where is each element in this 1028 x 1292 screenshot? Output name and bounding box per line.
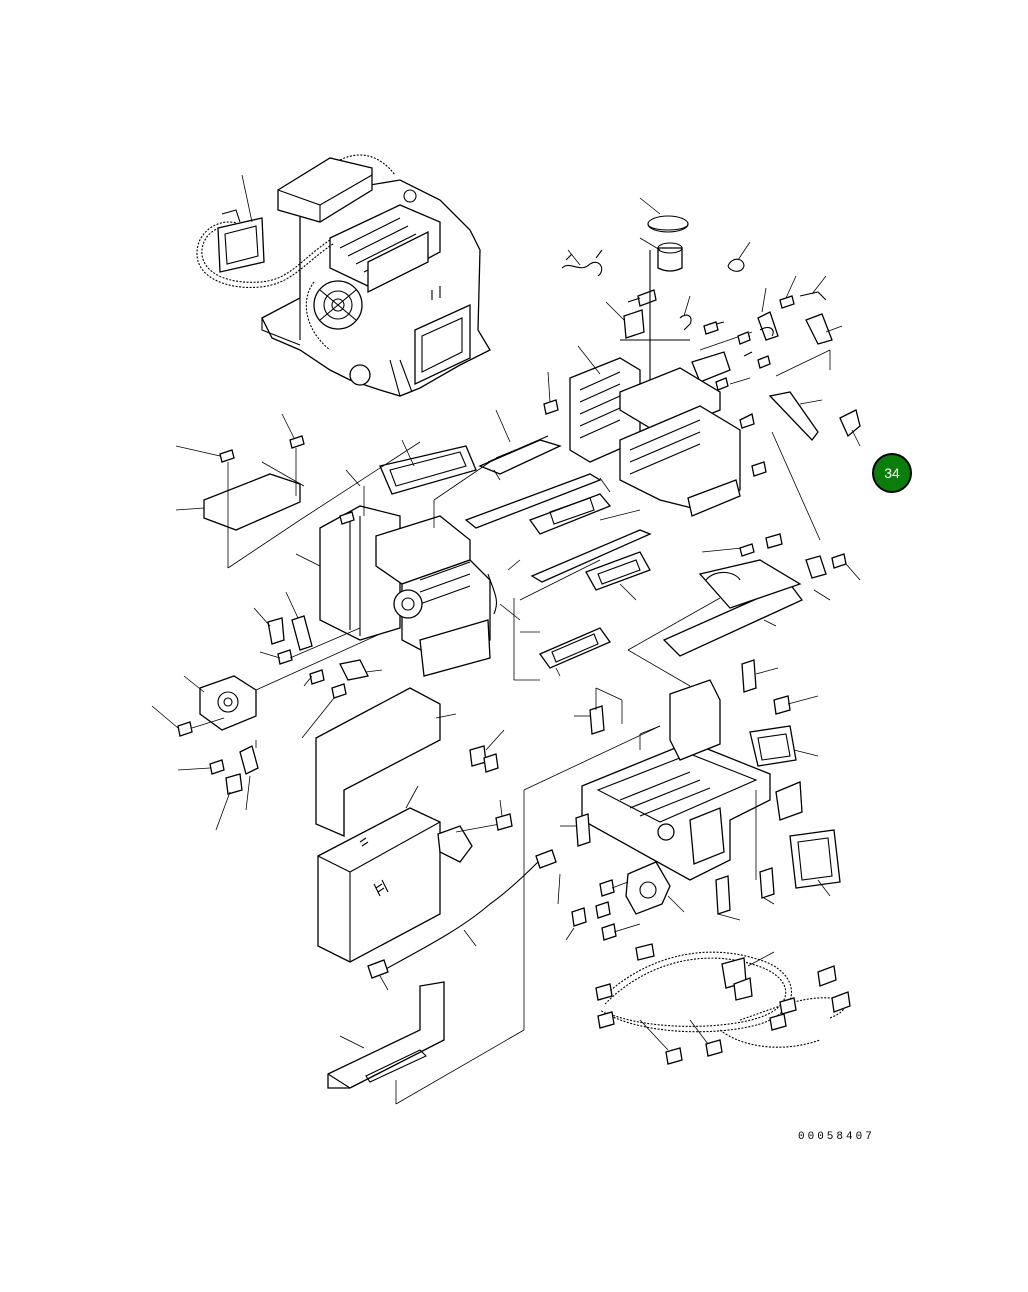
page-number-badge: 34	[872, 453, 912, 493]
left-housing	[175, 413, 521, 677]
upper-right-small-parts	[561, 197, 861, 447]
actuator-and-harness	[557, 861, 851, 1065]
duct-assembly	[464, 345, 861, 687]
lower-case	[560, 659, 841, 921]
assembled-hvac-unit	[196, 154, 491, 397]
left-lower-small-parts	[151, 591, 383, 831]
document-number: 00058407	[798, 1131, 875, 1143]
cores	[315, 687, 661, 1105]
